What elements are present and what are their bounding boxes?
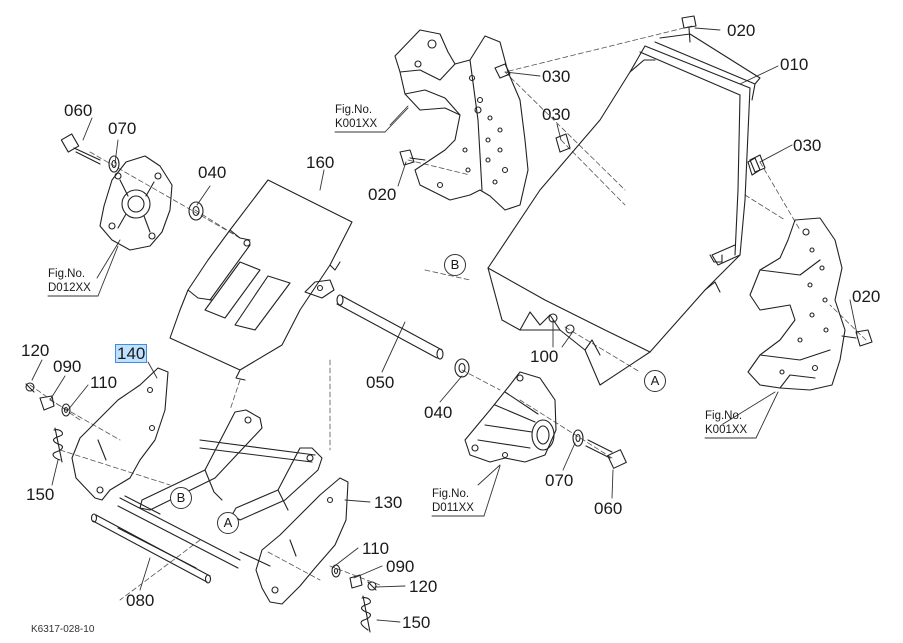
callout-090[interactable]: 090	[53, 357, 82, 376]
callout-070[interactable]: 070	[545, 471, 574, 490]
callout-100[interactable]: 100	[530, 347, 559, 366]
small-parts-right	[331, 564, 377, 633]
callout-060[interactable]: 060	[594, 499, 623, 518]
fig-ref-link[interactable]: K001XX	[705, 424, 748, 436]
callout-070[interactable]: 070	[108, 119, 137, 138]
callout-050[interactable]: 050	[366, 373, 395, 392]
fig-ref-k001-right[interactable]: Fig.No. K001XX	[705, 409, 747, 437]
callout-140-selected[interactable]: 140	[114, 344, 148, 363]
fig-ref-title: Fig.No.	[705, 410, 743, 422]
callout-060[interactable]: 060	[64, 101, 93, 120]
callout-040[interactable]: 040	[424, 403, 453, 422]
drawing-code: K6317-028-10	[31, 624, 95, 635]
match-mark-b: B	[444, 254, 466, 276]
leader-lines	[31, 27, 858, 623]
housing-d011	[464, 371, 557, 463]
callout-090[interactable]: 090	[386, 557, 415, 576]
callout-020[interactable]: 020	[852, 287, 881, 306]
fig-ref-leaders	[47, 107, 779, 517]
callout-150[interactable]: 150	[402, 613, 431, 632]
fig-ref-k001-top[interactable]: Fig.No. K001XX	[335, 103, 377, 131]
fig-ref-d012[interactable]: Fig.No. D012XX	[48, 267, 91, 295]
callout-020[interactable]: 020	[368, 185, 397, 204]
bracket-k001-top	[394, 29, 529, 211]
fig-ref-link[interactable]: D011XX	[432, 502, 474, 514]
bushing-040-right	[454, 358, 470, 378]
bolt-parts-020	[399, 15, 873, 347]
side-plate-part-140	[71, 367, 169, 501]
fig-ref-d011[interactable]: Fig.No. D011XX	[432, 487, 474, 515]
bolt-060-right	[572, 429, 627, 469]
callout-120[interactable]: 120	[409, 577, 438, 596]
housing-d012	[99, 155, 173, 251]
callout-080[interactable]: 080	[126, 591, 155, 610]
callout-010[interactable]: 010	[780, 55, 809, 74]
callout-040[interactable]: 040	[198, 163, 227, 182]
callout-030[interactable]: 030	[793, 136, 822, 155]
callout-030[interactable]: 030	[542, 105, 571, 124]
callout-130[interactable]: 130	[374, 493, 403, 512]
fig-ref-link[interactable]: D012XX	[48, 282, 91, 294]
fig-ref-title: Fig.No.	[432, 488, 470, 500]
assembly-lines	[29, 25, 867, 601]
side-plate-part-130	[255, 477, 349, 605]
plate-part-160	[169, 179, 353, 381]
callout-160[interactable]: 160	[306, 153, 335, 172]
bushing-040-left	[188, 201, 204, 221]
fig-ref-title: Fig.No.	[335, 104, 373, 116]
rod-part-080	[90, 513, 212, 584]
callout-020[interactable]: 020	[727, 21, 756, 40]
small-parts-left	[25, 382, 71, 463]
callout-120[interactable]: 120	[21, 341, 50, 360]
fig-ref-title: Fig.No.	[48, 268, 86, 280]
clip-parts-030	[494, 63, 766, 173]
match-mark-b: B	[170, 487, 192, 509]
bracket-k001-right	[747, 217, 846, 391]
callout-110[interactable]: 110	[362, 539, 390, 558]
bolt-060-left	[60, 133, 120, 173]
match-mark-a: A	[217, 512, 239, 534]
cover-part-010	[487, 33, 761, 386]
linkage-frame	[117, 409, 323, 569]
bolt-parts-100	[548, 313, 575, 334]
callout-150[interactable]: 150	[26, 485, 55, 504]
fig-ref-link[interactable]: K001XX	[335, 118, 378, 130]
match-mark-a: A	[644, 370, 666, 392]
shaft-part-050	[336, 294, 444, 360]
callout-110[interactable]: 110	[90, 373, 118, 392]
callout-030[interactable]: 030	[542, 67, 571, 86]
